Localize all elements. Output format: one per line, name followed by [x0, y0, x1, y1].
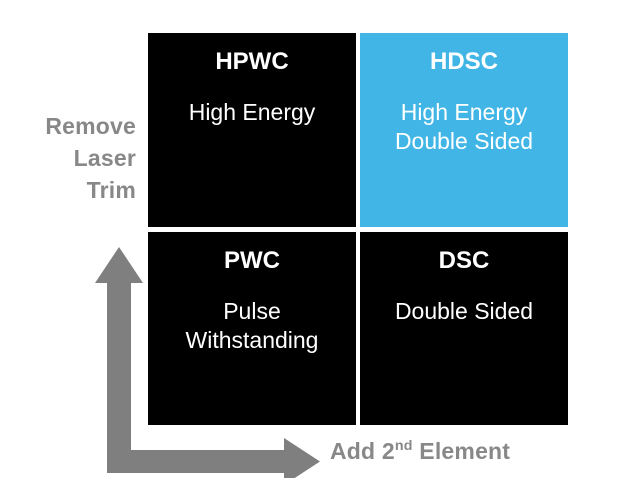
quadrant-dsc-description: Double Sided — [389, 297, 539, 326]
x-axis-label-prefix: Add 2 — [330, 438, 395, 464]
quadrant-matrix: HPWC High Energy HDSC High Energy Double… — [148, 33, 568, 425]
quadrant-pwc-desc-line-2: Withstanding — [185, 326, 319, 353]
quadrant-dsc-title: DSC — [438, 246, 490, 274]
quadrant-pwc-desc-line-1: Pulse — [223, 297, 281, 324]
quadrant-hdsc-desc-line-1: High Energy — [400, 99, 528, 125]
y-axis-arrow — [95, 247, 143, 473]
quadrant-dsc-desc-line-1: Double Sided — [394, 297, 534, 324]
quadrant-hdsc-desc-line-2: Double Sided — [394, 128, 534, 154]
quadrant-hpwc-description: High Energy — [183, 98, 322, 127]
y-axis-label-line-3: Trim — [86, 177, 136, 203]
quadrant-hpwc-title: HPWC — [215, 48, 289, 75]
quadrant-hdsc-description: High Energy Double Sided — [389, 98, 539, 156]
quadrant-hpwc-desc-line-1: High Energy — [188, 99, 316, 125]
y-axis-label: Remove Laser Trim — [0, 110, 136, 206]
quadrant-pwc-title: PWC — [224, 246, 280, 274]
x-axis-label: Add 2nd Element — [330, 436, 620, 466]
quadrant-hdsc-title: HDSC — [429, 48, 498, 75]
quadrant-pwc-description: Pulse Withstanding — [180, 297, 325, 355]
x-axis-arrow — [107, 438, 320, 478]
quadrant-dsc[interactable]: DSC Double Sided — [360, 231, 568, 425]
quadrant-pwc[interactable]: PWC Pulse Withstanding — [148, 231, 356, 425]
quadrant-hdsc[interactable]: HDSC High Energy Double Sided — [360, 33, 568, 227]
y-axis-label-line-2: Laser — [73, 145, 136, 171]
quadrant-hpwc[interactable]: HPWC High Energy — [148, 33, 356, 227]
x-axis-label-ordinal-suffix: nd — [394, 438, 413, 455]
y-axis-label-line-1: Remove — [45, 113, 136, 139]
x-axis-label-postfix: Element — [412, 438, 511, 464]
